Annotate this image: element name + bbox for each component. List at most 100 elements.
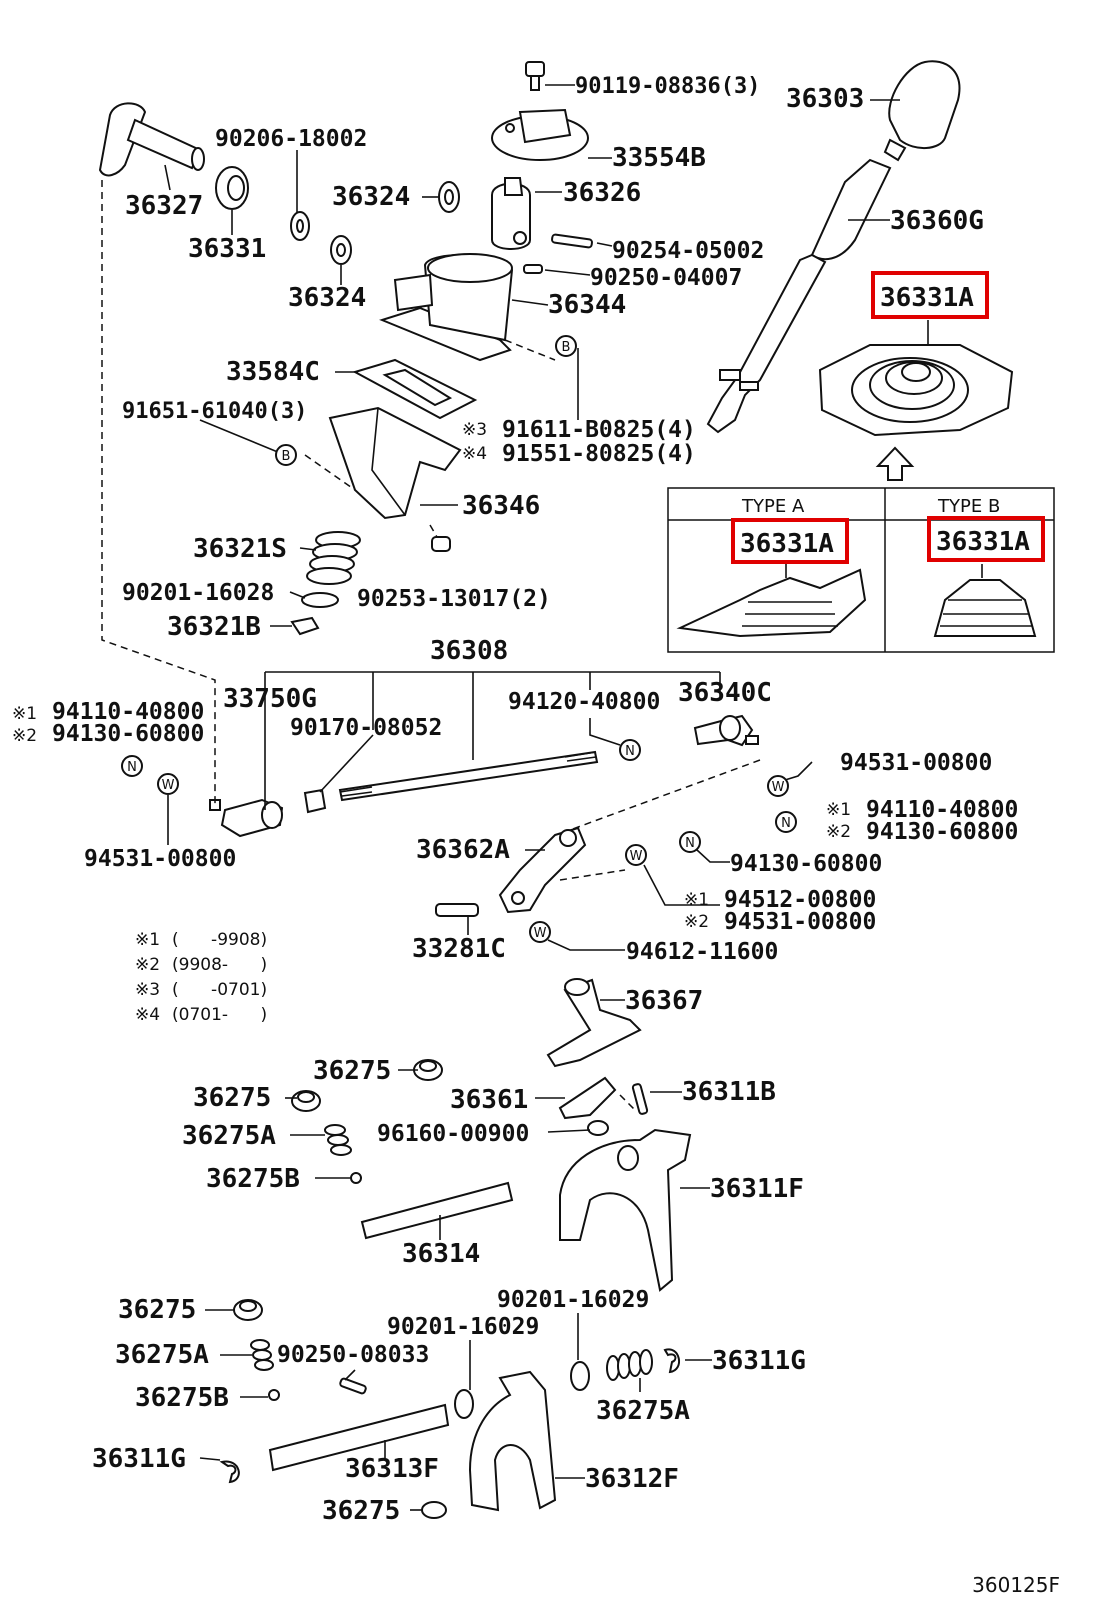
- highlight-36331a-type-b: [927, 516, 1045, 562]
- label-type-a: TYPE A: [741, 496, 805, 517]
- label-90254[interactable]: 90254-05002: [612, 238, 764, 264]
- label-36311g-a[interactable]: 36311G: [712, 1346, 806, 1376]
- mark-x1-b: ※1: [826, 800, 851, 820]
- part-36346-bracket: [328, 406, 462, 520]
- label-36275a-c[interactable]: 36275A: [596, 1396, 690, 1426]
- label-91611[interactable]: 91611-B0825(4): [502, 417, 696, 443]
- label-91651[interactable]: 91651-61040(3): [122, 399, 307, 424]
- part-33750g-joint: [209, 798, 284, 838]
- label-36311f[interactable]: 36311F: [710, 1174, 804, 1204]
- label-36321s[interactable]: 36321S: [193, 534, 287, 564]
- label-36331[interactable]: 36331: [188, 234, 266, 264]
- label-36311b[interactable]: 36311B: [682, 1077, 776, 1107]
- footnotes: ※1 ( -9908) ※2 (9908- ) ※3 ( -0701) ※4 (…: [135, 930, 267, 1025]
- label-90201-a[interactable]: 90201-16028: [122, 580, 274, 606]
- svg-text:W: W: [772, 780, 785, 795]
- note-mark-1: ※1: [135, 930, 160, 950]
- label-36361[interactable]: 36361: [450, 1085, 528, 1115]
- label-36331a-type-a[interactable]: 36331A: [740, 529, 834, 559]
- label-91551[interactable]: 91551-80825(4): [502, 441, 696, 467]
- label-90119[interactable]: 90119-08836(3): [575, 74, 760, 99]
- label-36362a[interactable]: 36362A: [416, 835, 510, 865]
- part-90201-washer: [301, 592, 339, 608]
- mark-x2-a: ※2: [12, 726, 37, 746]
- label-36312f[interactable]: 36312F: [585, 1464, 679, 1494]
- label-36275-d[interactable]: 36275: [322, 1496, 400, 1526]
- label-36311g-b[interactable]: 36311G: [92, 1444, 186, 1474]
- note-mark-2: ※2: [135, 955, 160, 975]
- label-36346[interactable]: 36346: [462, 491, 540, 521]
- marker-n-b: N: [121, 755, 143, 777]
- part-33554b-retainer: [491, 108, 589, 161]
- label-90170[interactable]: 90170-08052: [290, 715, 442, 741]
- label-36314[interactable]: 36314: [402, 1239, 480, 1269]
- part-36321s-spring: [306, 531, 361, 585]
- label-36275a-a[interactable]: 36275A: [182, 1121, 276, 1151]
- label-90206[interactable]: 90206-18002: [215, 126, 367, 152]
- mark-x1-c: ※1: [684, 890, 709, 910]
- label-36275-a[interactable]: 36275: [313, 1056, 391, 1086]
- label-36275-b[interactable]: 36275: [193, 1083, 271, 1113]
- label-36326[interactable]: 36326: [563, 178, 641, 208]
- part-36331a-boot: [818, 344, 1014, 437]
- label-36324-b[interactable]: 36324: [288, 283, 366, 313]
- label-36340c[interactable]: 36340C: [678, 678, 772, 708]
- label-90253[interactable]: 90253-13017(2): [357, 586, 551, 612]
- label-94612[interactable]: 94612-11600: [626, 939, 778, 965]
- label-33554b[interactable]: 33554B: [612, 143, 706, 173]
- note-mark-3: ※3: [135, 980, 160, 1000]
- label-94130-b[interactable]: 94130-60800: [866, 819, 1018, 845]
- marker-b-a: B: [555, 335, 577, 357]
- label-33584c[interactable]: 33584C: [226, 357, 320, 387]
- marker-n-c: N: [775, 811, 797, 833]
- label-36275b-a[interactable]: 36275B: [206, 1164, 300, 1194]
- label-94512[interactable]: 94512-00800: [724, 887, 876, 913]
- label-33750g[interactable]: 33750G: [223, 684, 317, 714]
- label-94531-c[interactable]: 94531-00800: [724, 909, 876, 935]
- type-a-boot: [676, 568, 867, 638]
- label-94130-c[interactable]: 94130-60800: [730, 851, 882, 877]
- part-36311f-fork: [559, 1128, 692, 1292]
- label-36303[interactable]: 36303: [786, 84, 864, 114]
- label-94531-a[interactable]: 94531-00800: [840, 750, 992, 776]
- label-36360g[interactable]: 36360G: [890, 206, 984, 236]
- part-36331-seal: [215, 166, 249, 210]
- part-36275a-spring-a: [324, 1124, 352, 1156]
- part-36326-seat: [491, 177, 531, 250]
- label-36331a-type-b[interactable]: 36331A: [936, 527, 1030, 557]
- label-36324-a[interactable]: 36324: [332, 182, 410, 212]
- part-96160-washer: [587, 1120, 609, 1136]
- label-36344[interactable]: 36344: [548, 290, 626, 320]
- label-36327[interactable]: 36327: [125, 191, 203, 221]
- label-36367[interactable]: 36367: [625, 986, 703, 1016]
- label-33281c[interactable]: 33281C: [412, 934, 506, 964]
- label-36275-c[interactable]: 36275: [118, 1295, 196, 1325]
- label-90201-c[interactable]: 90201-16029: [387, 1314, 539, 1340]
- label-94110-b[interactable]: 94110-40800: [866, 797, 1018, 823]
- svg-text:N: N: [625, 744, 635, 759]
- label-36308[interactable]: 36308: [430, 636, 508, 666]
- label-96160[interactable]: 96160-00900: [377, 1121, 529, 1147]
- part-36303-knob: [883, 60, 961, 162]
- label-36321b[interactable]: 36321B: [167, 612, 261, 642]
- dashed-lines: [101, 180, 761, 1111]
- mark-x4-a: ※4: [462, 444, 487, 464]
- label-36331a-main[interactable]: 36331A: [880, 283, 974, 313]
- label-94120[interactable]: 94120-40800: [508, 689, 660, 715]
- label-94531-b[interactable]: 94531-00800: [84, 846, 236, 872]
- label-94130-a[interactable]: 94130-60800: [52, 721, 204, 747]
- mark-x3-a: ※3: [462, 420, 487, 440]
- label-94110-a[interactable]: 94110-40800: [52, 699, 204, 725]
- label-36275b-b[interactable]: 36275B: [135, 1383, 229, 1413]
- marker-w-d: W: [529, 921, 551, 943]
- part-36313f-shaft: [268, 1403, 450, 1472]
- part-36340c-joint: [693, 714, 759, 747]
- label-90250-a[interactable]: 90250-04007: [590, 265, 742, 291]
- label-90250-b[interactable]: 90250-08033: [277, 1342, 429, 1368]
- part-36327-shaft: [98, 102, 205, 177]
- label-90201-b[interactable]: 90201-16029: [497, 1287, 649, 1313]
- label-36275a-b[interactable]: 36275A: [115, 1340, 209, 1370]
- label-36313f[interactable]: 36313F: [345, 1454, 439, 1484]
- part-36312f-fork: [468, 1370, 557, 1512]
